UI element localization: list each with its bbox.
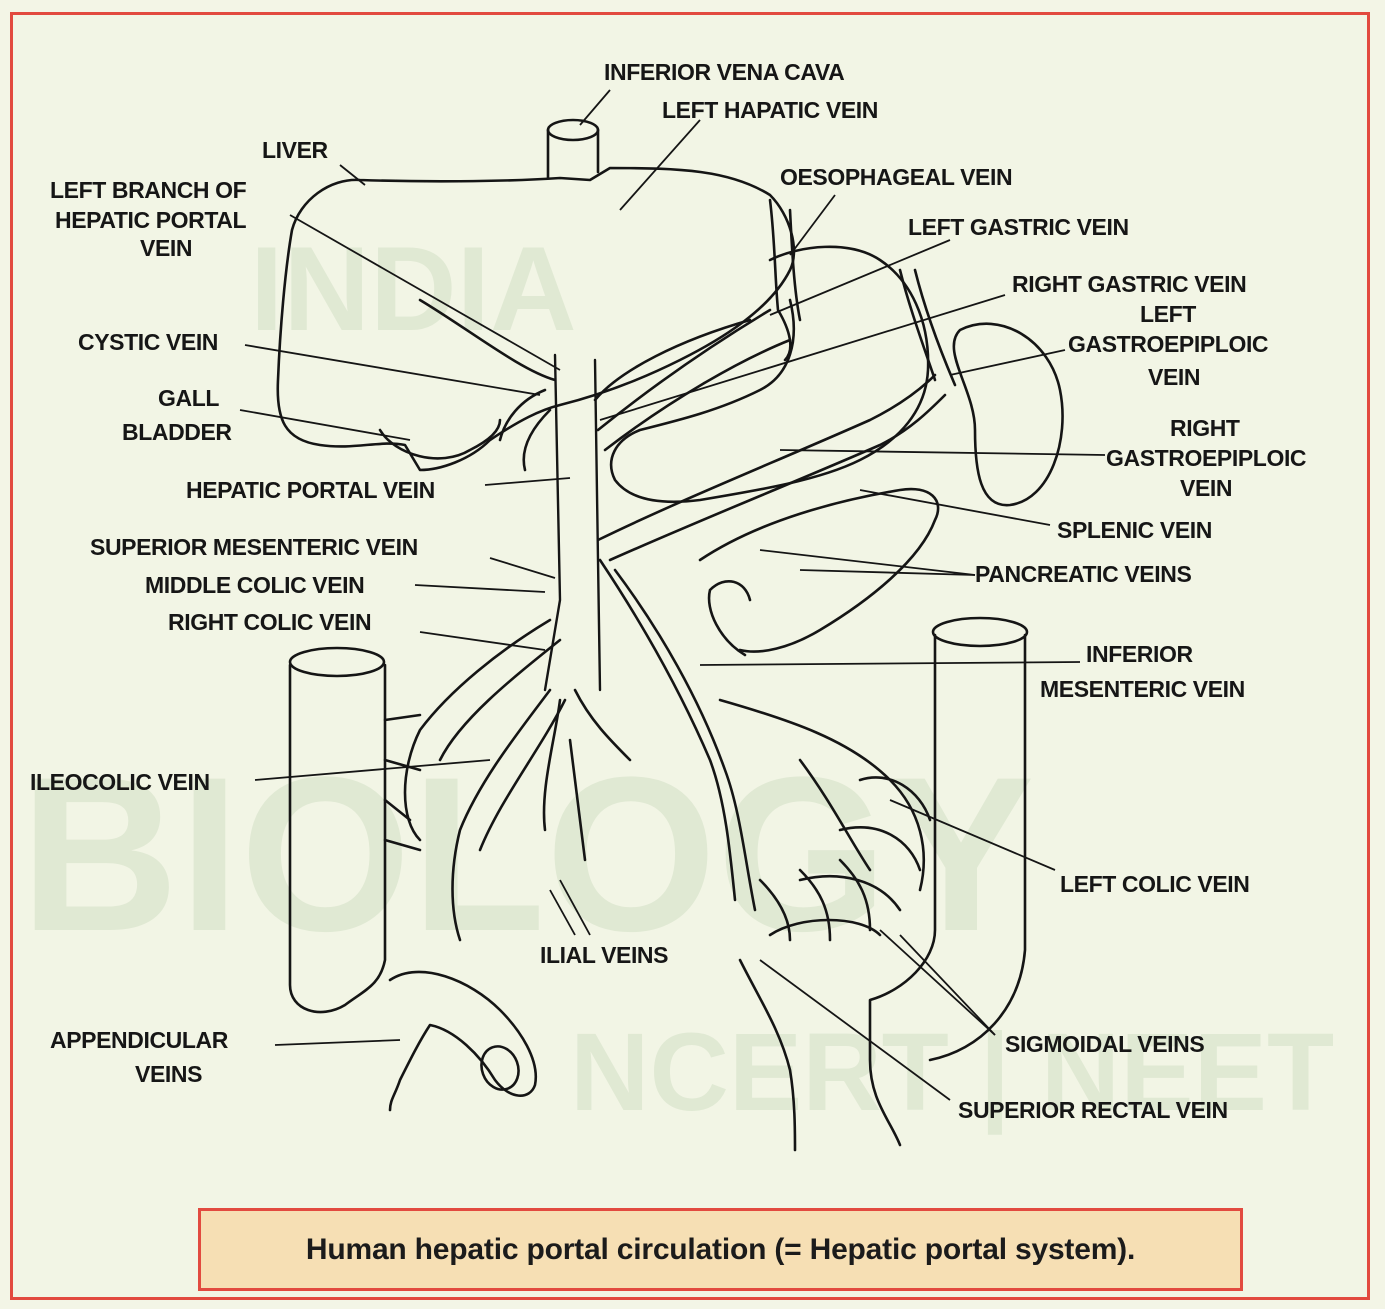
svg-text:NCERT | NEET: NCERT | NEET — [570, 1011, 1334, 1135]
label-left-gastroepiploic-1: LEFT — [1140, 301, 1196, 327]
label-left-branch-1: LEFT BRANCH OF — [50, 177, 247, 203]
gall-bladder — [378, 418, 502, 460]
inferior-vena-cava — [546, 128, 600, 180]
splenic-vein — [596, 373, 947, 562]
label-left-gastroepiploic-2: GASTROEPIPLOIC — [1068, 331, 1268, 357]
liver — [276, 166, 796, 472]
label-left-branch-2: HEPATIC PORTAL — [55, 207, 247, 233]
label-ileocolic-vein: ILEOCOLIC VEIN — [30, 769, 210, 795]
labels: INFERIOR VENA CAVA LEFT HAPATIC VEIN LIV… — [30, 59, 1307, 1123]
label-appendicular-1: APPENDICULAR — [50, 1027, 229, 1053]
label-cystic-vein: CYSTIC VEIN — [78, 329, 218, 355]
ascending-colon — [288, 663, 387, 1014]
inferior-mesenteric-vein — [598, 558, 757, 912]
label-appendicular-2: VEINS — [135, 1061, 202, 1087]
pancreas — [698, 487, 940, 653]
ileum — [388, 970, 538, 1112]
watermark: INDIA BIOLOGY NCERT | NEET — [20, 222, 1334, 1135]
label-right-gastroepiploic-2: GASTROEPIPLOIC — [1106, 445, 1306, 471]
figure-caption: Human hepatic portal circulation (= Hepa… — [305, 1232, 1136, 1266]
svg-text:INDIA: INDIA — [250, 222, 577, 356]
label-middle-colic-vein: MIDDLE COLIC VEIN — [145, 572, 364, 598]
label-inferior-mesenteric-2: MESENTERIC VEIN — [1040, 676, 1245, 702]
figure-frame — [10, 12, 1370, 1300]
label-liver: LIVER — [262, 137, 329, 163]
label-hepatic-portal-vein: HEPATIC PORTAL VEIN — [186, 477, 435, 503]
caption-box: Human hepatic portal circulation (= Hepa… — [198, 1208, 1243, 1291]
label-ilial-veins: ILIAL VEINS — [540, 942, 668, 968]
label-pancreatic-veins: PANCREATIC VEINS — [975, 561, 1191, 587]
spleen — [952, 322, 1064, 507]
label-gall-bladder-1: GALL — [158, 385, 219, 411]
label-right-colic-vein: RIGHT COLIC VEIN — [168, 609, 371, 635]
label-inferior-vena-cava: INFERIOR VENA CAVA — [604, 59, 844, 85]
label-splenic-vein: SPLENIC VEIN — [1057, 517, 1212, 543]
hepatic-portal-vein — [543, 353, 602, 692]
label-gall-bladder-2: BLADDER — [122, 419, 232, 445]
label-right-gastric-vein: RIGHT GASTRIC VEIN — [1012, 271, 1246, 297]
label-superior-mesenteric-vein: SUPERIOR MESENTERIC VEIN — [90, 534, 418, 560]
label-sigmoidal-veins: SIGMOIDAL VEINS — [1005, 1031, 1204, 1057]
label-left-branch-3: VEIN — [140, 235, 192, 261]
svg-text:BIOLOGY: BIOLOGY — [20, 731, 1035, 977]
label-left-gastric-vein: LEFT GASTRIC VEIN — [908, 214, 1129, 240]
label-superior-rectal-vein: SUPERIOR RECTAL VEIN — [958, 1097, 1228, 1123]
label-right-gastroepiploic-3: VEIN — [1180, 475, 1232, 501]
label-left-colic-vein: LEFT COLIC VEIN — [1060, 871, 1250, 897]
label-inferior-mesenteric-1: INFERIOR — [1086, 641, 1193, 667]
descending-colon — [868, 633, 1027, 1147]
label-right-gastroepiploic-1: RIGHT — [1170, 415, 1240, 441]
label-left-gastroepiploic-3: VEIN — [1148, 364, 1200, 390]
hepatic-portal-diagram: INDIA BIOLOGY NCERT | NEET — [20, 59, 1334, 1152]
leader-lines — [239, 89, 1106, 1101]
label-oesophageal-vein: OESOPHAGEAL VEIN — [780, 164, 1012, 190]
label-left-hepatic-vein: LEFT HAPATIC VEIN — [662, 97, 878, 123]
